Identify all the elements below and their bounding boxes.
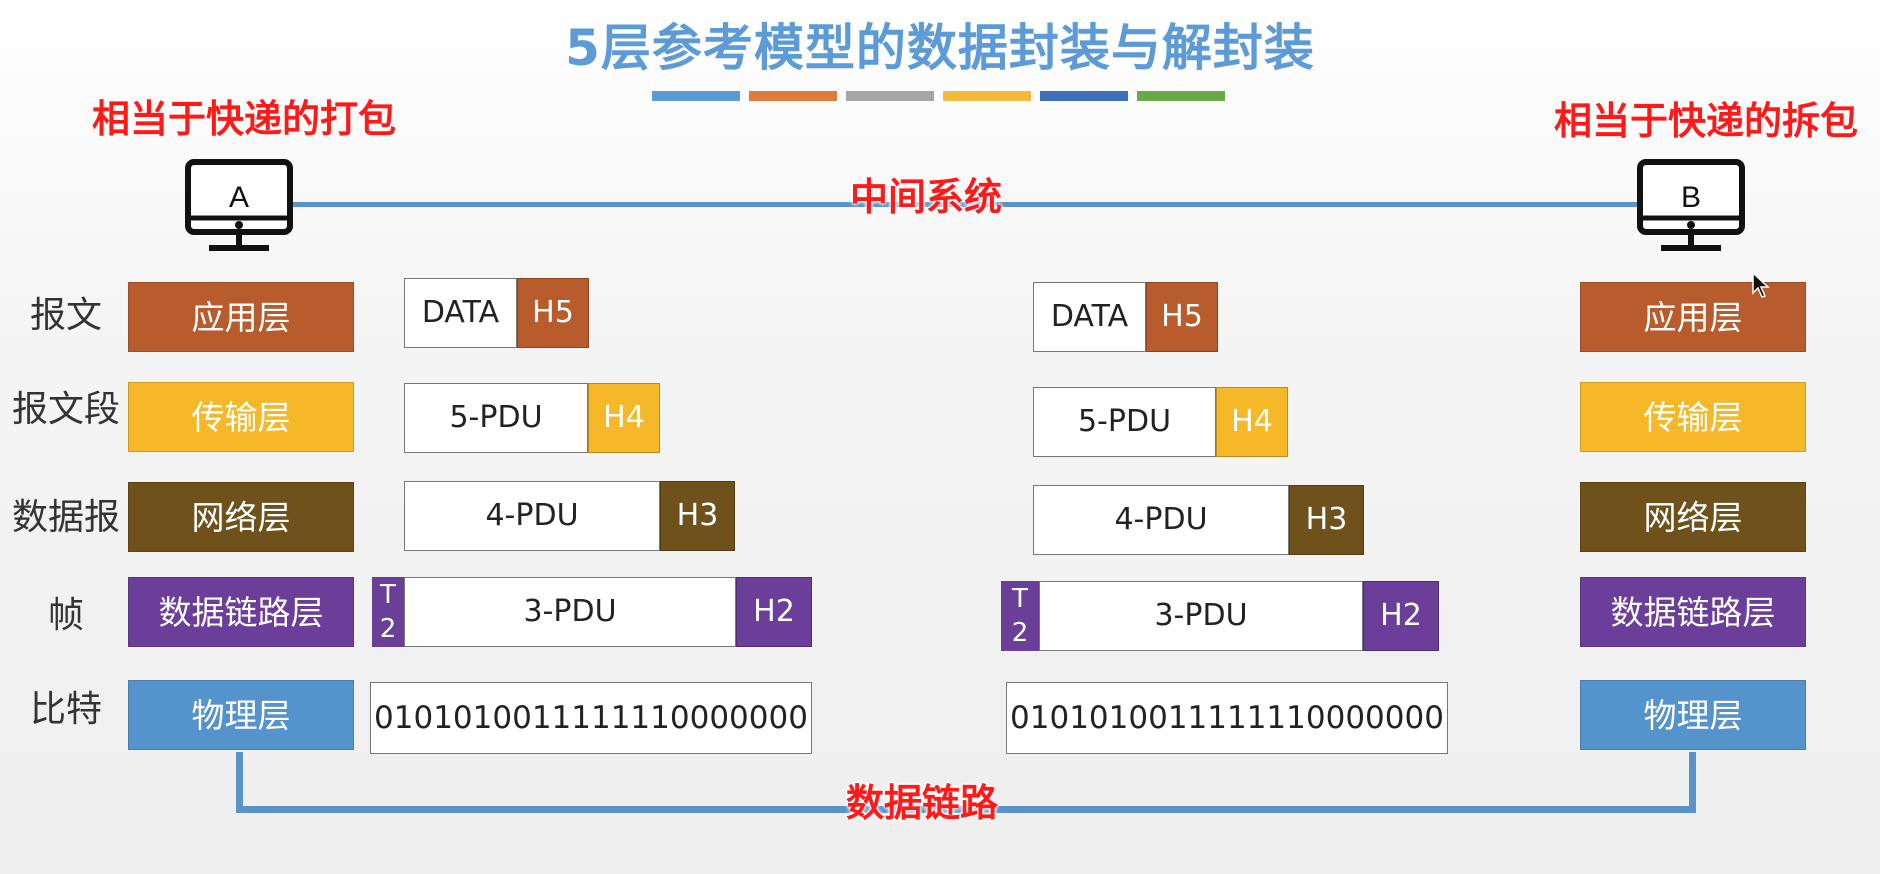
unit-label-datagram: 数据报 (11, 497, 120, 538)
right-layer-application: 应用层 (1580, 282, 1806, 352)
right-layer-datalink: 数据链路层 (1580, 577, 1806, 647)
note-middle-system: 中间系统 (850, 175, 1003, 219)
left-h5-data: DATA (404, 278, 517, 348)
host-a-computer-icon: A (184, 158, 294, 258)
left-h3-data: 4-PDU (404, 481, 660, 551)
note-pack: 相当于快递的打包 (92, 97, 397, 141)
left-h2-header: H2 (736, 577, 812, 647)
data-link-right-vertical (1689, 752, 1696, 812)
note-unpack: 相当于快递的拆包 (1554, 99, 1859, 143)
title-bar (846, 91, 934, 101)
left-bits: 0101010011111110000000 (370, 682, 812, 754)
title-bar (749, 91, 837, 101)
middle-system-line (290, 202, 1640, 207)
left-h5-header: H5 (517, 278, 589, 348)
title-bar (943, 91, 1031, 101)
unit-label-message: 报文 (29, 295, 102, 336)
right-bits: 0101010011111110000000 (1006, 682, 1448, 754)
right-h4-header: H4 (1216, 387, 1288, 457)
unit-label-segment: 报文段 (11, 389, 120, 430)
title-bar (652, 91, 740, 101)
right-h5-data: DATA (1033, 282, 1146, 352)
left-h2-trailer: T 2 (372, 577, 404, 647)
right-layer-physical: 物理层 (1580, 680, 1806, 750)
left-h2-data: 3-PDU (404, 577, 736, 647)
left-layer-application: 应用层 (128, 282, 354, 352)
data-link-horizontal (236, 806, 1696, 813)
data-link-left-vertical (236, 752, 243, 812)
left-layer-transport: 传输层 (128, 382, 354, 452)
right-h2-trailer-top: T (1012, 584, 1028, 614)
right-h4-data: 5-PDU (1033, 387, 1216, 457)
title-bar (1040, 91, 1128, 101)
left-h2-trailer-bottom: 2 (379, 614, 397, 644)
left-h2-trailer-top: T (380, 580, 396, 610)
mouse-cursor-icon (1752, 271, 1770, 302)
host-a-label: A (229, 181, 249, 214)
right-h5-header: H5 (1146, 282, 1218, 352)
right-h2-data: 3-PDU (1039, 581, 1363, 651)
left-h4-data: 5-PDU (404, 383, 588, 453)
unit-label-frame: 帧 (47, 595, 84, 636)
page-title: 5层参考模型的数据封装与解封装 (565, 19, 1315, 77)
host-b-label: B (1681, 181, 1701, 214)
left-h3-header: H3 (660, 481, 735, 551)
right-layer-transport: 传输层 (1580, 382, 1806, 452)
left-layer-datalink: 数据链路层 (128, 577, 354, 647)
right-h3-header: H3 (1289, 485, 1364, 555)
right-h2-header: H2 (1363, 581, 1439, 651)
right-h3-data: 4-PDU (1033, 485, 1289, 555)
left-layer-network: 网络层 (128, 482, 354, 552)
left-layer-physical: 物理层 (128, 680, 354, 750)
right-layer-network: 网络层 (1580, 482, 1806, 552)
right-h2-trailer: T 2 (1001, 581, 1039, 651)
right-h2-trailer-bottom: 2 (1011, 618, 1029, 648)
left-h4-header: H4 (588, 383, 660, 453)
title-bar (1137, 91, 1225, 101)
note-data-link: 数据链路 (846, 781, 999, 825)
unit-label-bit: 比特 (29, 689, 102, 730)
host-b-computer-icon: B (1636, 158, 1746, 258)
